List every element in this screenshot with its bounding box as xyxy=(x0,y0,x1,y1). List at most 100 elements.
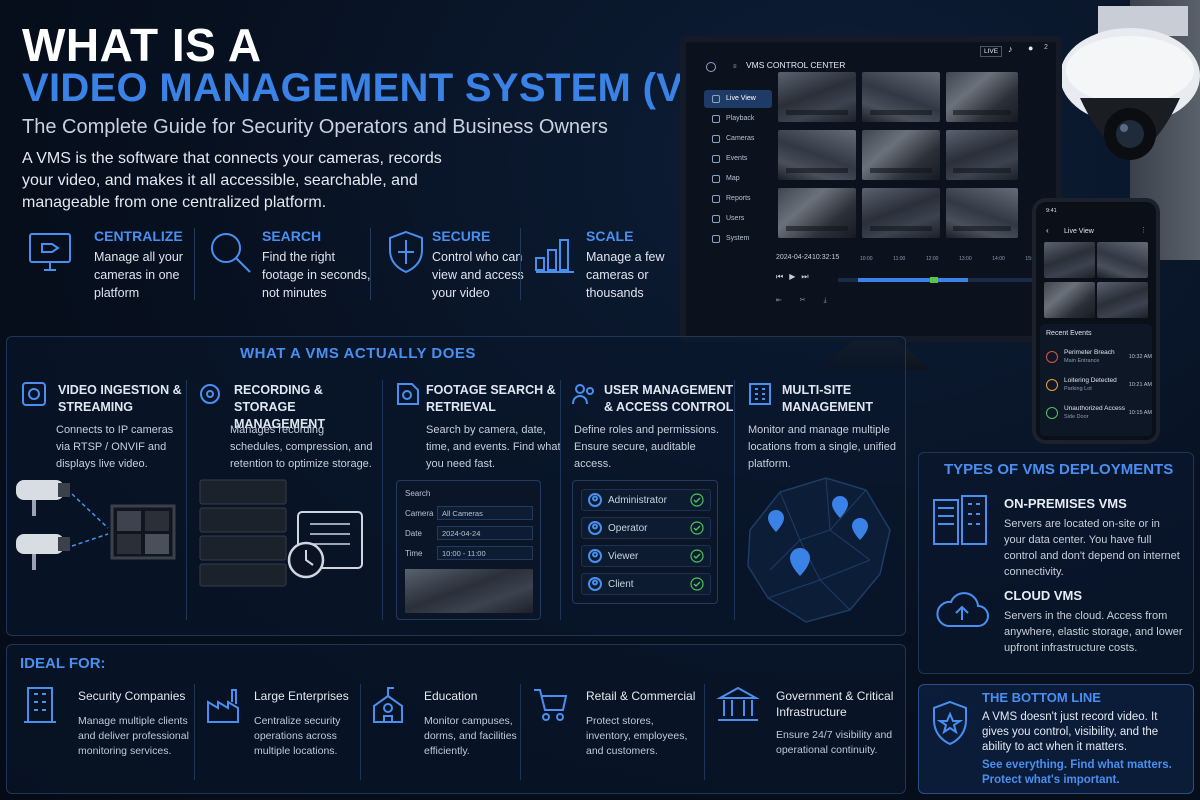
ideal-desc: Monitor campuses, dorms, and facilities … xyxy=(424,715,517,757)
does-desc: Define roles and permissions. Ensure sec… xyxy=(574,424,719,470)
divider xyxy=(560,380,561,620)
search-label: Date xyxy=(405,529,422,538)
tick-label: 12:00 xyxy=(925,256,939,262)
factory-icon xyxy=(207,689,239,723)
camera-grid xyxy=(778,72,1052,244)
date-field[interactable]: 2024-04-24 xyxy=(437,526,533,540)
star-shield-icon xyxy=(933,700,967,746)
feature-title: SCALE xyxy=(586,228,634,244)
live-icon xyxy=(712,95,720,103)
camera-tile[interactable] xyxy=(862,72,940,122)
alert-icon xyxy=(1046,379,1058,391)
event-location: Parking Lot xyxy=(1064,386,1092,392)
event-item[interactable]: Unauthorized Access Side Door 10:15 AM xyxy=(1044,404,1154,428)
back-icon[interactable]: ‹ xyxy=(1046,226,1049,235)
divider xyxy=(360,684,361,780)
does-multi-site: MULTI-SITE MANAGEMENT Monitor and manage… xyxy=(746,380,896,630)
feature-desc: Find the right footage in seconds, not m… xyxy=(262,250,371,300)
does-recording: RECORDING & STORAGE MANAGEMENT Manages r… xyxy=(196,380,376,630)
role-name: Administrator xyxy=(608,495,667,506)
ideal-title: Government & Critical Infrastructure xyxy=(776,689,894,719)
bottom-line-title: THE BOTTOM LINE xyxy=(982,690,1101,705)
phone-camera-tile[interactable] xyxy=(1044,242,1095,278)
camera-tile[interactable] xyxy=(862,188,940,238)
does-title: VIDEO INGESTION & STREAMING xyxy=(58,383,182,414)
shopping-cart-icon xyxy=(534,689,568,721)
notification-icon[interactable]: ♪ xyxy=(1008,44,1013,54)
shield-icon xyxy=(389,230,423,274)
phone-camera-tile[interactable] xyxy=(1044,282,1095,318)
bottom-line-panel xyxy=(918,684,1194,794)
tick-label: 15:00 xyxy=(1025,256,1038,262)
divider xyxy=(520,684,521,780)
alert-icon xyxy=(1046,351,1058,363)
ideal-desc: Protect stores, inventory, employees, an… xyxy=(586,715,688,757)
does-title: USER MANAGEMENT & ACCESS CONTROL xyxy=(604,383,734,414)
storage-server-icon xyxy=(199,479,363,587)
event-title: Loitering Detected xyxy=(1064,377,1117,384)
nav-cameras[interactable]: Cameras xyxy=(704,130,772,148)
section-title: TYPES OF VMS DEPLOYMENTS xyxy=(944,461,1174,478)
users-icon xyxy=(712,215,720,223)
nav-reports[interactable]: Reports xyxy=(704,190,772,208)
playback-controls[interactable]: ⏮▶⏭ xyxy=(776,272,815,281)
camera-tile[interactable] xyxy=(862,130,940,180)
camera-tile[interactable] xyxy=(778,130,856,180)
magnifier-icon xyxy=(211,233,251,273)
monitor-icon xyxy=(29,233,71,271)
menu-icon[interactable]: ≡ xyxy=(733,64,737,70)
timeline-track[interactable] xyxy=(838,277,1034,283)
events-card xyxy=(1040,324,1152,436)
event-item[interactable]: Perimeter Breach Main Entrance 10:32 AM xyxy=(1044,348,1154,372)
nav-live-view[interactable]: Live View xyxy=(704,90,772,108)
role-viewer[interactable]: Viewer xyxy=(581,545,711,567)
camera-tile[interactable] xyxy=(778,72,856,122)
camera-tile[interactable] xyxy=(946,188,1018,238)
intro-text: A VMS is the software that connects your… xyxy=(22,150,442,211)
ideal-title: Large Enterprises xyxy=(254,689,349,703)
nav-system[interactable]: System xyxy=(704,230,772,248)
school-icon xyxy=(373,687,403,723)
phone-camera-tile[interactable] xyxy=(1097,242,1148,278)
event-time: 10:15 AM xyxy=(1128,410,1152,416)
does-desc: Monitor and manage multiple locations fr… xyxy=(748,424,896,470)
nav-label: Map xyxy=(726,175,740,182)
nav-events[interactable]: Events xyxy=(704,150,772,168)
nav-map[interactable]: Map xyxy=(704,170,772,188)
camera-tile[interactable] xyxy=(946,72,1018,122)
role-name: Viewer xyxy=(608,551,639,562)
more-icon[interactable]: ⋮ xyxy=(1140,227,1147,234)
nav-playback[interactable]: Playback xyxy=(704,110,772,128)
feature-title: SECURE xyxy=(432,228,491,244)
role-client[interactable]: Client xyxy=(581,573,711,595)
tick-label: 14:00 xyxy=(992,256,1005,262)
search-result-thumbnail[interactable] xyxy=(405,569,533,613)
timeline-event xyxy=(930,277,938,283)
camera-tile[interactable] xyxy=(778,188,856,238)
timeline-toolbar[interactable]: ⇤ ✂ ⤓ xyxy=(776,297,835,304)
divider xyxy=(520,228,521,300)
map-icon xyxy=(747,477,891,623)
check-icon xyxy=(690,493,704,507)
user-icon[interactable]: ● xyxy=(1028,43,1034,53)
camera-tile[interactable] xyxy=(946,130,1018,180)
camera-select[interactable]: All Cameras xyxy=(437,506,533,520)
nav-users[interactable]: Users xyxy=(704,210,772,228)
role-administrator[interactable]: Administrator xyxy=(581,489,711,511)
event-item[interactable]: Loitering Detected Parking Lot 10:21 AM xyxy=(1044,376,1154,400)
divider xyxy=(704,684,705,780)
role-operator[interactable]: Operator xyxy=(581,517,711,539)
search-label: Camera xyxy=(405,509,434,518)
server-rack-icon xyxy=(933,495,987,545)
nav-label: Live View xyxy=(726,95,756,102)
divider xyxy=(194,228,195,300)
phone-camera-tile[interactable] xyxy=(1097,282,1148,318)
does-user-management: USER MANAGEMENT & ACCESS CONTROL Define … xyxy=(570,380,736,630)
ideal-large-enterprises: Large Enterprises Centralize security op… xyxy=(206,684,376,784)
type-title: ON-PREMISES VMS xyxy=(1004,496,1127,511)
tick-label: 11:00 xyxy=(893,256,906,262)
ideal-desc: Ensure 24/7 visibility and operational c… xyxy=(776,729,893,756)
play-icon xyxy=(712,115,720,123)
search-panel: Search Camera All Cameras Date 2024-04-2… xyxy=(396,480,541,620)
time-field[interactable]: 10:00 - 11:00 xyxy=(437,546,533,560)
